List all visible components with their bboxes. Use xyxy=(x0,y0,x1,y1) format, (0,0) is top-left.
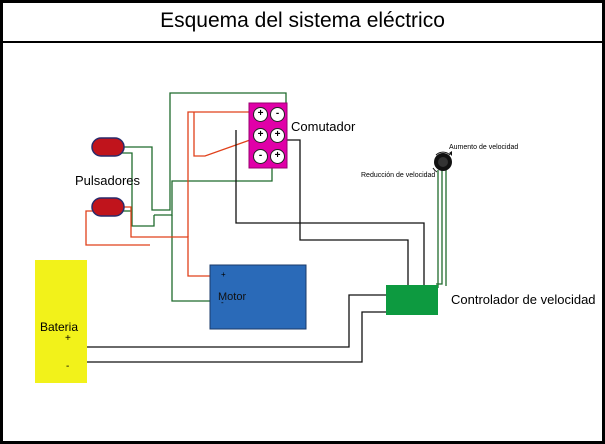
reduccion-velocidad-label: Reducción de velocidad xyxy=(361,172,436,179)
controlador-box xyxy=(386,285,438,315)
comutador-terminal-6: + xyxy=(270,149,285,164)
black-wires xyxy=(72,130,425,363)
bateria-minus-label: - xyxy=(66,361,70,372)
bateria-box xyxy=(35,260,87,383)
potentiometer-icon xyxy=(432,151,452,173)
comutador-terminal-5: - xyxy=(253,149,268,164)
bateria-label: Bateria xyxy=(40,320,79,334)
controlador-label: Controlador de velocidad xyxy=(451,292,596,307)
motor-plus-label: + xyxy=(221,270,226,279)
comutador-terminal-1: + xyxy=(253,107,268,122)
comutador-terminal-4: + xyxy=(270,128,285,143)
comutador-terminal-2: - xyxy=(270,107,285,122)
comutador-label: Comutador xyxy=(291,119,356,134)
pulsador-bottom xyxy=(91,197,125,217)
motor-box xyxy=(209,264,307,330)
pulsadores-label: Pulsadores xyxy=(75,173,141,188)
aumento-velocidad-label: Aumento de velocidad xyxy=(449,144,519,151)
diagram-title: Esquema del sistema eléctrico xyxy=(160,9,445,32)
motor-minus-label: - xyxy=(221,298,224,307)
pulsador-top xyxy=(91,137,125,157)
motor-label: Motor xyxy=(218,291,247,303)
bateria-plus-label: + xyxy=(65,333,71,344)
comutador-terminal-3: + xyxy=(253,128,268,143)
